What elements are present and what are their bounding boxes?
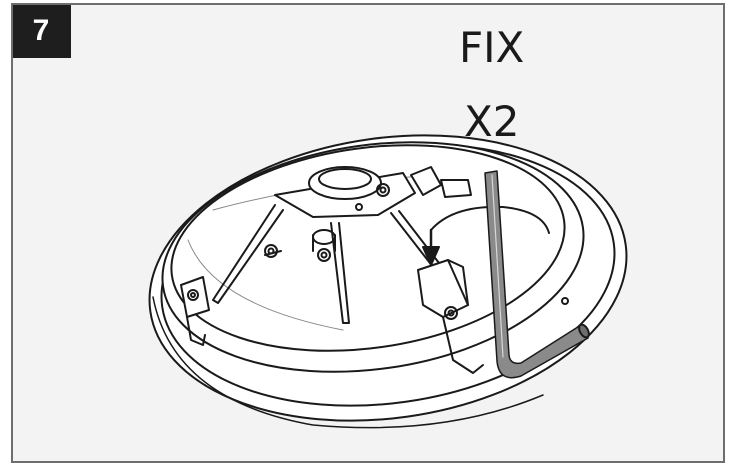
rotation-arrow-icon: [422, 205, 550, 266]
left-mounting-clip: [180, 276, 210, 346]
fixture-illustration: [148, 134, 628, 429]
step-number-badge: 7: [13, 5, 71, 58]
right-mounting-clip: [417, 259, 484, 374]
allen-key-icon: [484, 170, 590, 379]
instruction-panel: 7 FIX X2: [11, 3, 725, 463]
back-mounting-clip: [410, 166, 472, 198]
quantity-label: X2: [464, 97, 520, 146]
action-label: FIX: [459, 23, 525, 72]
step-number: 7: [32, 13, 50, 47]
central-hub: [274, 166, 416, 262]
ring-hole-marker: [561, 297, 569, 305]
